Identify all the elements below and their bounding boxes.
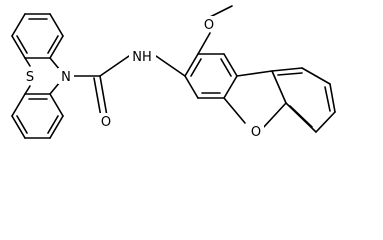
double-bond (220, 58, 232, 77)
atom-label-mask (22, 68, 38, 84)
double-bond (277, 72, 303, 76)
amide-nitrogen-label: NH (132, 50, 152, 65)
bond (49, 35, 64, 59)
bond (184, 75, 199, 99)
methoxy-oxygen-label: O (204, 18, 214, 33)
bond (271, 70, 287, 104)
bond (11, 115, 26, 139)
double-bond (324, 86, 331, 112)
ring-sulfur-label: S (26, 70, 34, 85)
double-bond (47, 115, 59, 134)
double-bond (47, 35, 59, 54)
atom-label-mask (98, 113, 114, 129)
furan-oxygen-label: O (251, 125, 261, 140)
bond (236, 70, 273, 77)
double-bond (190, 58, 202, 77)
dibenzofuran-substituted-ring (184, 53, 238, 99)
carboxamide-linker (70, 55, 186, 118)
ring-nitrogen-label: N (61, 70, 71, 85)
bond (24, 85, 31, 95)
bond (11, 93, 26, 117)
atom-label-mask (248, 123, 264, 139)
bond (11, 35, 26, 59)
bond (315, 111, 336, 133)
bond (11, 13, 26, 37)
carbonyl-oxygen-label: O (101, 115, 111, 130)
bond (223, 75, 238, 99)
furan-ring (223, 70, 287, 130)
bond (223, 97, 246, 124)
dibenzofuran-far-ring (271, 67, 336, 133)
atom-label-mask (58, 68, 74, 84)
atom-label-mask (129, 48, 156, 64)
atom-label-mask (201, 16, 217, 32)
bond (261, 102, 287, 130)
double-bond (16, 35, 28, 54)
carbonyl-bond (99, 75, 108, 117)
bond (197, 32, 211, 55)
bond (99, 55, 130, 77)
bond (155, 55, 186, 77)
bond (223, 53, 238, 77)
bond (49, 13, 64, 37)
bond (49, 115, 64, 139)
molecule-canvas: N S NH O O O (11, 5, 336, 140)
structure-diagram: N S NH O O O (11, 5, 336, 140)
bond (301, 67, 331, 85)
bond (184, 53, 199, 77)
bond (329, 83, 336, 113)
phenothiazine-lower-benzene (11, 93, 64, 139)
bond (271, 67, 303, 72)
bond (24, 57, 31, 67)
phenothiazine-upper-benzene (11, 13, 64, 59)
double-bond (16, 115, 28, 134)
carbonyl-double-bond (93, 77, 102, 118)
double-bond (289, 105, 313, 128)
bond (49, 93, 64, 117)
